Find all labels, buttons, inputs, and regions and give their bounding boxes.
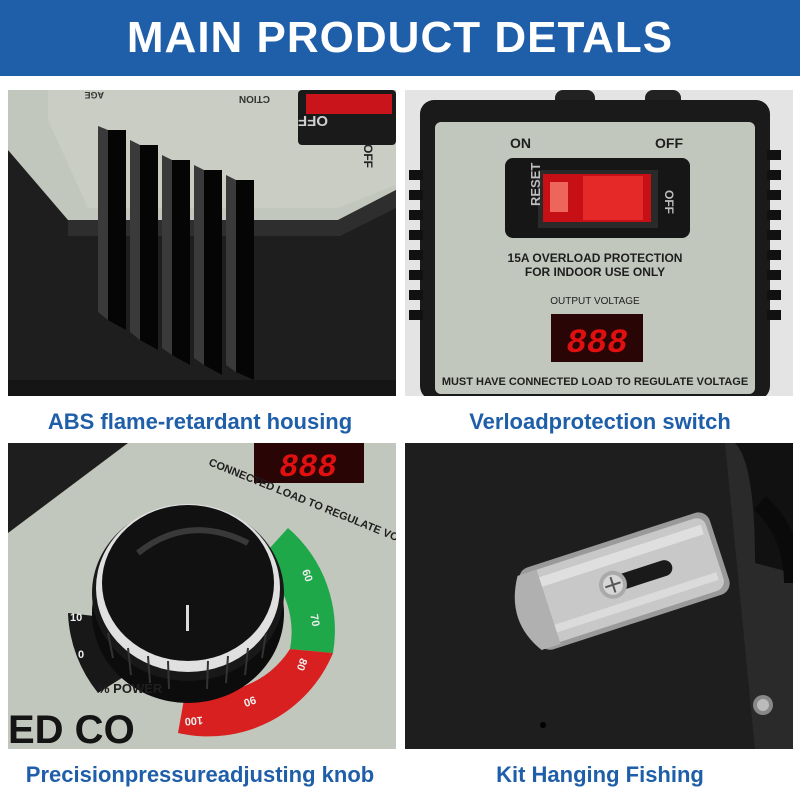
clip-photo [405,443,793,749]
voltage-display: 888 [566,325,627,363]
overload-text-2: FOR INDOOR USE ONLY [525,265,665,279]
power-label: % POWER [98,681,163,696]
header-banner: MAIN PRODUCT DETALS [0,0,800,76]
scale-80: 80 [294,657,309,673]
voltage-display: 888 [279,449,337,486]
on-label: ON [510,135,531,151]
scale-70: 70 [307,613,321,627]
reset-label: RESET [528,163,543,206]
scale-60: 60 [299,568,314,584]
off-label: OFF [361,144,375,168]
voltage-text: AGE [84,90,104,100]
caption-clip: Kit Hanging Fishing [496,762,704,787]
knob-photo: 888 CONNECTED LOAD TO REGULATE VO 0 10 6… [8,443,396,749]
off-switch-label: OFF [662,190,676,214]
brand-text: ED CO [8,708,135,749]
caption-knob: Precisionpressureadjusting knob [25,762,375,787]
output-voltage-label: OUTPUT VOLTAGE [550,296,640,307]
scale-10: 10 [70,612,82,624]
scale-100: 100 [184,714,203,728]
scale-0: 0 [78,649,84,661]
page-title: MAIN PRODUCT DETALS [126,13,674,62]
warning-text: MUST HAVE CONNECTED LOAD TO REGULATE VOL… [442,376,748,388]
off-switch-label: OFF [298,112,328,129]
protection-text: CTION [239,93,270,104]
off-label: OFF [655,135,683,151]
caption-housing: ABS flame-retardant housing [47,409,353,434]
scale-90: 90 [242,693,258,708]
overload-text-1: 15A OVERLOAD PROTECTION [508,251,683,265]
switch-photo: ON OFF RESET OFF 15A OVERLOAD PROTECTION… [405,90,793,396]
caption-switch: Verloadprotection switch [469,409,731,434]
housing-photo: OFF CTION AGE OFF [8,90,396,396]
